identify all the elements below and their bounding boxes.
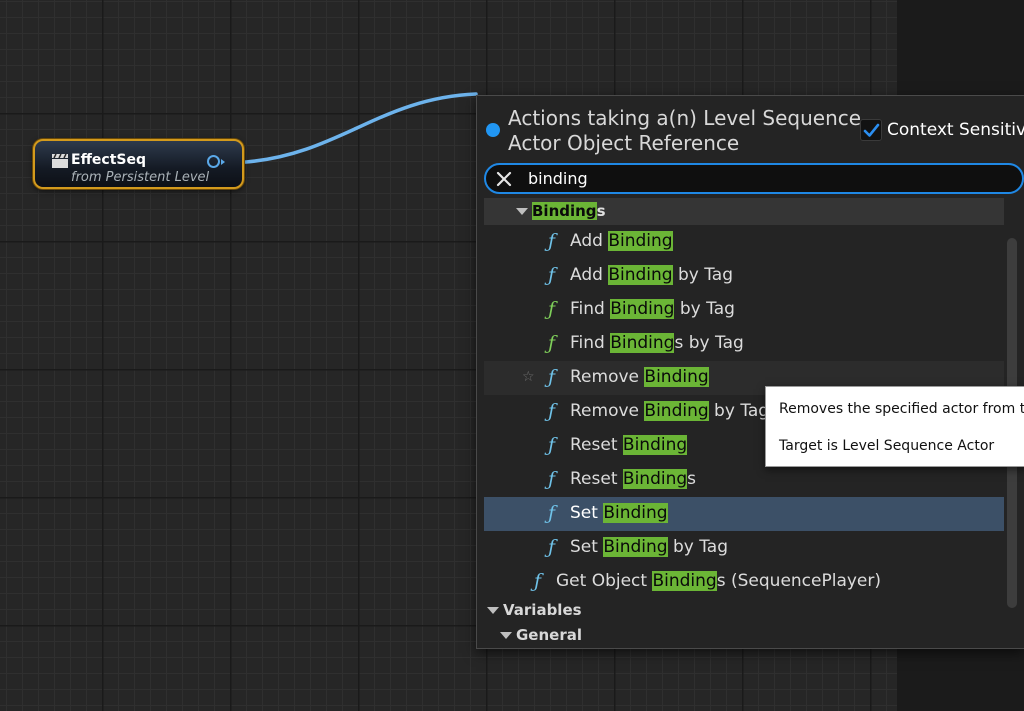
list-item[interactable]: ƒ Find Bindings by Tag bbox=[484, 327, 1004, 361]
function-icon: ƒ bbox=[548, 366, 556, 388]
search-input[interactable] bbox=[528, 168, 998, 189]
item-label: Reset Bindings bbox=[570, 469, 697, 489]
list-item[interactable]: ƒ Reset Binding bbox=[484, 429, 1004, 463]
action-menu: Actions taking a(n) Level Sequence Actor… bbox=[476, 95, 1024, 649]
search-box[interactable] bbox=[484, 163, 1024, 194]
item-label: Set Binding by Tag bbox=[570, 537, 729, 557]
item-label: Get Object Bindings (SequencePlayer) bbox=[556, 571, 882, 591]
collapse-arrow-icon bbox=[487, 607, 499, 614]
checkmark-icon bbox=[863, 123, 880, 137]
function-icon: ƒ bbox=[548, 400, 556, 422]
item-label: Add Binding by Tag bbox=[570, 265, 734, 285]
context-sensitive-label: Context Sensitive bbox=[887, 120, 1024, 140]
context-sensitive-checkbox[interactable] bbox=[860, 119, 882, 141]
item-label: Remove Binding by Tag bbox=[570, 401, 770, 421]
function-icon: ƒ bbox=[548, 502, 556, 524]
function-icon: ƒ bbox=[548, 434, 556, 456]
action-menu-title: Actions taking a(n) Level Sequence Actor… bbox=[508, 106, 862, 155]
action-tooltip: Removes the specified actor from t Targe… bbox=[765, 386, 1024, 467]
function-icon: ƒ bbox=[548, 536, 556, 558]
context-sensitive-toggle[interactable]: Context Sensitive bbox=[860, 119, 1024, 141]
clapperboard-icon bbox=[51, 153, 69, 169]
pure-function-icon: ƒ bbox=[548, 332, 556, 354]
tooltip-description: Removes the specified actor from t bbox=[779, 401, 1024, 417]
list-item[interactable]: ƒ Get Object Bindings (SequencePlayer) bbox=[484, 565, 1004, 599]
category-bindings[interactable]: Bindings bbox=[484, 198, 1004, 225]
item-label: Find Bindings by Tag bbox=[570, 333, 744, 353]
favorite-star-icon[interactable]: ☆ bbox=[522, 369, 535, 385]
output-pin[interactable] bbox=[207, 155, 220, 168]
tooltip-target: Target is Level Sequence Actor bbox=[779, 438, 995, 454]
function-icon: ƒ bbox=[548, 468, 556, 490]
function-icon: ƒ bbox=[548, 264, 556, 286]
clear-search-icon[interactable] bbox=[495, 170, 513, 188]
pure-function-icon: ƒ bbox=[548, 298, 556, 320]
item-label: Find Binding by Tag bbox=[570, 299, 735, 319]
item-label: Remove Binding bbox=[570, 367, 709, 387]
collapse-arrow-icon bbox=[516, 208, 528, 215]
collapse-arrow-icon bbox=[500, 632, 512, 639]
section-general[interactable]: General bbox=[500, 626, 582, 644]
item-label: Reset Binding bbox=[570, 435, 688, 455]
output-pin-arrow-icon bbox=[221, 159, 225, 165]
list-item[interactable]: ƒ Find Binding by Tag bbox=[484, 293, 1004, 327]
item-label: Add Binding bbox=[570, 231, 673, 251]
list-item-selected[interactable]: ƒ Set Binding bbox=[484, 497, 1004, 531]
node-subtitle: from Persistent Level bbox=[71, 170, 210, 185]
list-item[interactable]: ƒ Reset Bindings bbox=[484, 463, 1004, 497]
list-item[interactable]: ƒ Add Binding by Tag bbox=[484, 259, 1004, 293]
category-label: Bindings bbox=[532, 202, 606, 220]
item-label: Set Binding bbox=[570, 503, 668, 523]
object-reference-dot-icon bbox=[486, 123, 500, 137]
function-icon: ƒ bbox=[534, 570, 542, 592]
node-title: EffectSeq bbox=[71, 152, 146, 168]
list-item[interactable]: ƒ Remove Binding by Tag bbox=[484, 395, 1004, 429]
list-item[interactable]: ƒ Add Binding bbox=[484, 225, 1004, 259]
section-variables[interactable]: Variables bbox=[487, 601, 582, 619]
function-icon: ƒ bbox=[548, 230, 556, 252]
effectseq-node[interactable]: EffectSeq from Persistent Level bbox=[33, 139, 244, 189]
list-item[interactable]: ƒ Set Binding by Tag bbox=[484, 531, 1004, 565]
